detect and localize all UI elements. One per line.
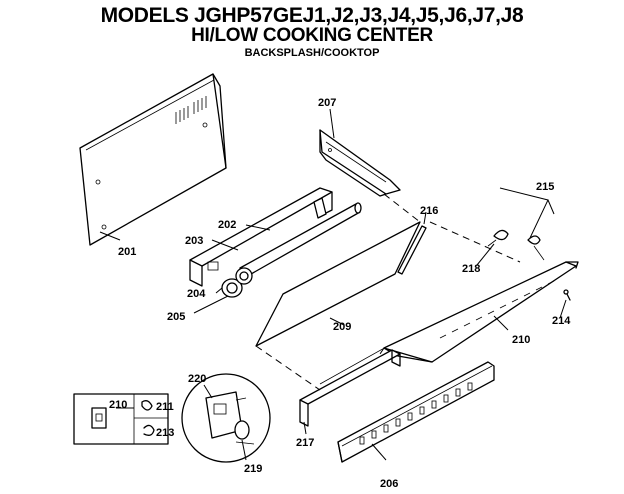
label-205: 205 [167,311,185,323]
leader-lines [99,108,567,461]
part-216-trim-strip[interactable] [397,225,427,275]
label-201: 201 [118,246,136,258]
label-219: 219 [244,463,262,475]
label-204: 204 [187,288,206,300]
label-215: 215 [536,181,554,193]
part-201-back-panel[interactable] [79,73,227,246]
label-206: 206 [380,478,398,490]
label-220: 220 [188,373,206,385]
assembly-guide-lines [255,193,521,391]
part-219-knob[interactable] [234,420,255,445]
diagram-title: MODELS JGHP57GEJ1,J2,J3,J4,J5,J6,J7,J8 [100,4,524,27]
part-210-backsplash-channel[interactable] [383,261,579,363]
label-207: 207 [318,97,336,109]
part-209-cooktop-glass[interactable] [255,221,421,347]
part-210-switch-detail[interactable] [91,407,107,429]
label-216: 216 [420,205,438,217]
label-202: 202 [218,219,236,231]
diagram-subtitle: HI/LOW COOKING CENTER [191,25,433,46]
label-203: 203 [185,235,203,247]
part-207-bracket[interactable] [319,129,401,197]
part-218-clip[interactable] [487,229,509,247]
part-215-clip[interactable] [527,235,545,261]
label-217: 217 [296,437,314,449]
diagram-section-title: BACKSPLASH/COOKTOP [244,47,380,59]
label-218: 218 [462,263,480,275]
part-214-screw[interactable] [563,289,571,301]
part-204-205-terminal-ends[interactable] [221,267,253,298]
label-213: 213 [156,427,174,439]
part-labels: 201 202 203 204 205 206 207 209 210 210 … [109,97,571,490]
label-214: 214 [552,315,571,327]
label-210: 210 [512,334,530,346]
inset-detail-box [73,393,169,445]
label-209: 209 [333,321,351,333]
part-217-front-rail[interactable] [299,345,401,427]
label-210-inset: 210 [109,399,127,411]
label-211: 211 [156,401,174,413]
part-211-clip-detail[interactable] [141,400,153,411]
inset-detail-circle [181,373,271,463]
part-213-spring-detail[interactable] [143,424,155,436]
part-202-203-element-bracket[interactable] [189,187,333,287]
part-206-vent-trim[interactable] [337,361,495,463]
